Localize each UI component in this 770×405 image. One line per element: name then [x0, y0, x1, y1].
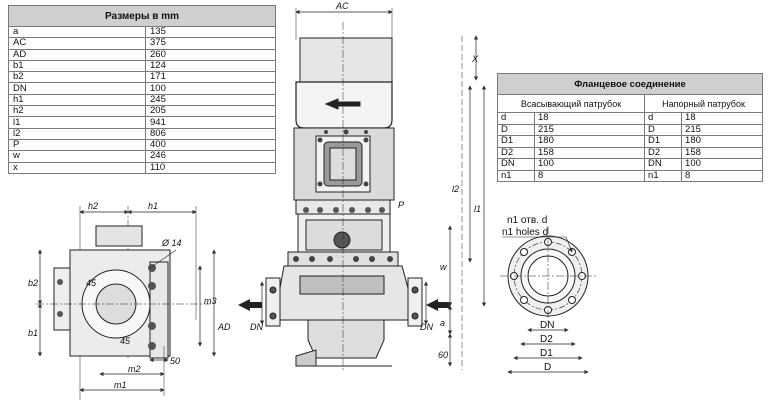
flange-key: DN [644, 158, 683, 171]
dimension-value: 110 [145, 161, 276, 174]
flange-value: 8 [533, 169, 646, 182]
flange-table: Фланцевое соединение Всасывающий патрубо… [496, 73, 763, 182]
flange-value: 215 [533, 123, 646, 136]
dimension-key: x [8, 161, 146, 174]
flange-value: 158 [681, 146, 763, 159]
label-fl-d1: D1 [540, 348, 553, 359]
label-b1: b1 [28, 328, 38, 338]
label-w: w [440, 262, 447, 272]
flange-title: Фланцевое соединение [497, 73, 763, 95]
flange-key: D2 [644, 146, 683, 159]
label-45a: 45 [86, 278, 97, 288]
flange-view-labels: n1 отв. d n1 holes d DN D2 D1 D [502, 215, 554, 373]
suction-header: Всасывающий патрубок [496, 94, 646, 113]
label-fl-d: D [544, 362, 551, 373]
label-b2: b2 [28, 278, 38, 288]
flange-value: 100 [681, 158, 763, 171]
label-m2: m2 [128, 364, 141, 374]
flange-key: D1 [644, 135, 683, 148]
label-fl-dn: DN [540, 320, 554, 331]
pump-top-view [36, 206, 217, 400]
label-dn-left: DN [250, 322, 263, 332]
label-ac: AC [335, 1, 349, 11]
label-n1-en: n1 holes d [502, 227, 548, 238]
label-x: X [471, 54, 479, 64]
label-h1: h1 [148, 201, 158, 211]
flange-key: D [644, 123, 683, 136]
flange-value: 158 [533, 146, 646, 159]
top-view-labels: h2 h1 Ø 14 b2 b1 m3 AD 45 45 50 m2 m1 [28, 201, 231, 390]
label-dia14: Ø 14 [161, 238, 182, 248]
discharge-header: Напорный патрубок [644, 94, 763, 113]
label-m3: m3 [204, 296, 217, 306]
flange-key: n1 [644, 169, 683, 182]
label-l2: l2 [452, 184, 459, 194]
label-h2: h2 [88, 201, 98, 211]
label-n1-ru: n1 отв. d [507, 215, 547, 226]
flange-value: 215 [681, 123, 763, 136]
label-l1: l1 [474, 204, 481, 214]
label-dn-right: DN [420, 322, 433, 332]
flange-value: 8 [681, 169, 763, 182]
pump-front-view [238, 8, 487, 372]
label-50: 50 [170, 356, 180, 366]
label-60: 60 [438, 350, 448, 360]
flange-value: 180 [533, 135, 646, 148]
front-view-labels: AC X l2 l1 P w a DN DN 60 [250, 1, 481, 360]
label-a: a [440, 318, 445, 328]
label-45b: 45 [120, 336, 131, 346]
flange-key: DN [497, 158, 535, 171]
label-fl-d2: D2 [540, 334, 553, 345]
dimensions-title: Размеры в mm [8, 5, 276, 27]
flange-value: 180 [681, 135, 763, 148]
flange-value: 100 [533, 158, 646, 171]
label-m1: m1 [114, 380, 127, 390]
flange-view [500, 226, 596, 375]
label-p: P [398, 200, 404, 210]
label-ad: AD [217, 322, 231, 332]
